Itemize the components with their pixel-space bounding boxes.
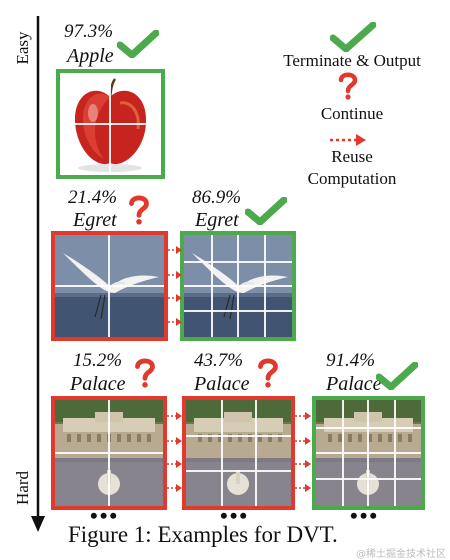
palace-3-class-label: Palace bbox=[326, 373, 382, 395]
continue-question-icon bbox=[338, 72, 358, 100]
watermark: @稀土掘金技术社区 bbox=[356, 549, 446, 560]
terminate-check-icon bbox=[330, 22, 376, 52]
reuse-arrows-row3-a bbox=[167, 412, 182, 492]
palace-3-image-frame bbox=[312, 396, 425, 510]
egret-1-question-icon bbox=[129, 195, 149, 225]
apple-confidence: 97.3% bbox=[64, 21, 114, 42]
palace-1-class-label: Palace bbox=[70, 373, 126, 395]
legend-reuse-label-line2: Computation bbox=[307, 169, 397, 188]
ellipsis-col1: ••• bbox=[90, 503, 120, 528]
egret-1-confidence: 21.4% bbox=[68, 187, 118, 208]
palace-1-confidence: 15.2% bbox=[73, 350, 123, 371]
legend-reuse-label-line1: Reuse bbox=[331, 147, 373, 166]
palace-2-class-label: Palace bbox=[194, 373, 250, 395]
egret-2-class-label: Egret bbox=[195, 209, 239, 231]
apple-image-frame bbox=[56, 69, 165, 179]
reuse-arrows-row3-b bbox=[295, 412, 311, 492]
egret-1-image-frame bbox=[51, 231, 168, 341]
egret-2-image-frame bbox=[180, 231, 296, 341]
ellipsis-col2: ••• bbox=[220, 503, 250, 528]
axis-label-easy: Easy bbox=[13, 31, 32, 65]
egret-2-confidence: 86.9% bbox=[192, 187, 242, 208]
difficulty-axis bbox=[31, 16, 45, 532]
palace-2-image-frame bbox=[182, 396, 295, 510]
axis-label-hard: Hard bbox=[13, 471, 32, 505]
palace-2-image bbox=[186, 400, 291, 506]
egret-2-check-icon bbox=[245, 197, 287, 225]
reuse-arrows-row2 bbox=[168, 246, 182, 326]
reuse-arrow-icon bbox=[330, 134, 366, 146]
egret-1-class-label: Egret bbox=[73, 209, 117, 231]
apple-class-label: Apple bbox=[67, 45, 114, 67]
legend-terminate-label: Terminate & Output bbox=[283, 51, 421, 70]
palace-2-question-icon bbox=[258, 358, 278, 388]
palace-3-confidence: 91.4% bbox=[326, 350, 376, 371]
palace-2-confidence: 43.7% bbox=[194, 350, 244, 371]
palace-1-question-icon bbox=[135, 358, 155, 388]
palace-1-image-frame bbox=[51, 396, 167, 510]
ellipsis-col3: ••• bbox=[350, 503, 380, 528]
legend-continue-label: Continue bbox=[320, 104, 384, 123]
palace-3-check-icon bbox=[376, 362, 418, 390]
apple-check-icon bbox=[117, 30, 159, 58]
figure-caption: Figure 1: Examples for DVT. bbox=[68, 522, 338, 547]
